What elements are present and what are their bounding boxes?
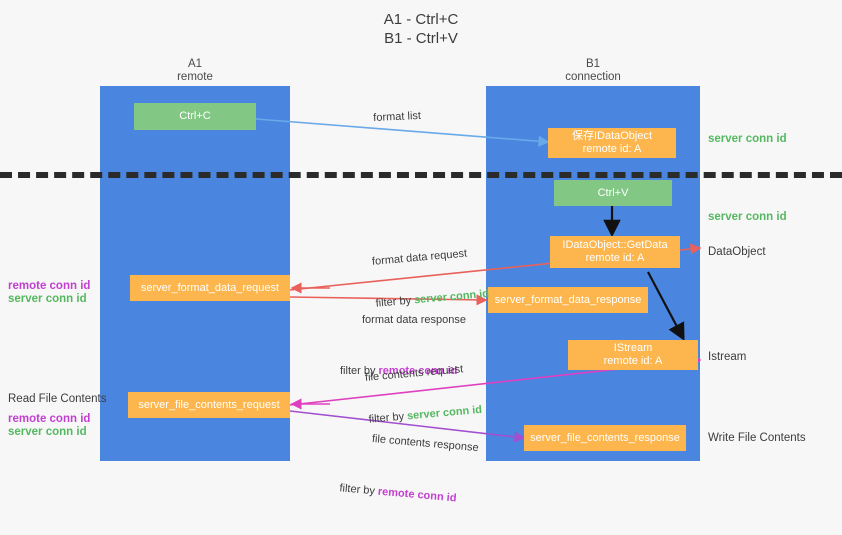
node-server-file-contents-response[interactable]: server_file_contents_response [524,425,686,451]
phase-divider [0,172,842,178]
node-ctrl-v[interactable]: Ctrl+V [554,180,672,206]
node-idataobject-getdata[interactable]: IDataObject::GetData remote id: A [550,236,680,268]
node-ctrl-c[interactable]: Ctrl+C [134,103,256,130]
node-server-format-data-response[interactable]: server_format_data_response [488,287,648,313]
arrow-label-format-list: format list [373,109,422,124]
arrow-label-file-contents-response-filter: filter by remote conn id [339,481,475,507]
node-server-file-contents-request[interactable]: server_file_contents_request [128,392,290,418]
node-istream[interactable]: IStream remote id: A [568,340,698,370]
left-label-remote-conn-id-1: remote conn id [8,280,91,292]
node-server-format-data-request[interactable]: server_format_data_request [130,275,290,301]
filter-value-remote-conn-id-2: remote conn id [377,485,457,505]
arrow-label-format-data-request-text: format data request [371,247,468,268]
arrow-label-format-data-response-text: format data response [362,314,466,326]
left-label-remote-conn-id-2: remote conn id [8,413,91,425]
column-header-b1: B1 connection [565,58,621,83]
arrow-label-file-contents-response: file contents response filter by remote … [339,404,481,535]
right-label-istream: Istream [708,351,747,363]
arrow-label-file-contents-request-text: file contents request [364,363,464,384]
page-title: A1 - Ctrl+C B1 - Ctrl+V [383,11,459,47]
right-label-server-conn-id-1: server conn id [708,133,787,145]
node-save-idataobject[interactable]: 保存IDataObject remote id: A [548,128,676,158]
right-label-server-conn-id-2: server conn id [708,211,787,223]
left-label-read-file-contents: Read File Contents [8,393,107,405]
right-label-write-file-contents: Write File Contents [708,432,806,444]
left-label-server-conn-id-2: server conn id [8,426,87,438]
arrow-label-file-contents-response-text: file contents response [371,432,480,455]
right-label-dataobject: DataObject [708,246,766,258]
diagram-canvas: A1 - Ctrl+C B1 - Ctrl+V A1 remote B1 con… [0,11,842,504]
column-header-a1: A1 remote [177,58,213,83]
left-label-server-conn-id-1: server conn id [8,293,87,305]
